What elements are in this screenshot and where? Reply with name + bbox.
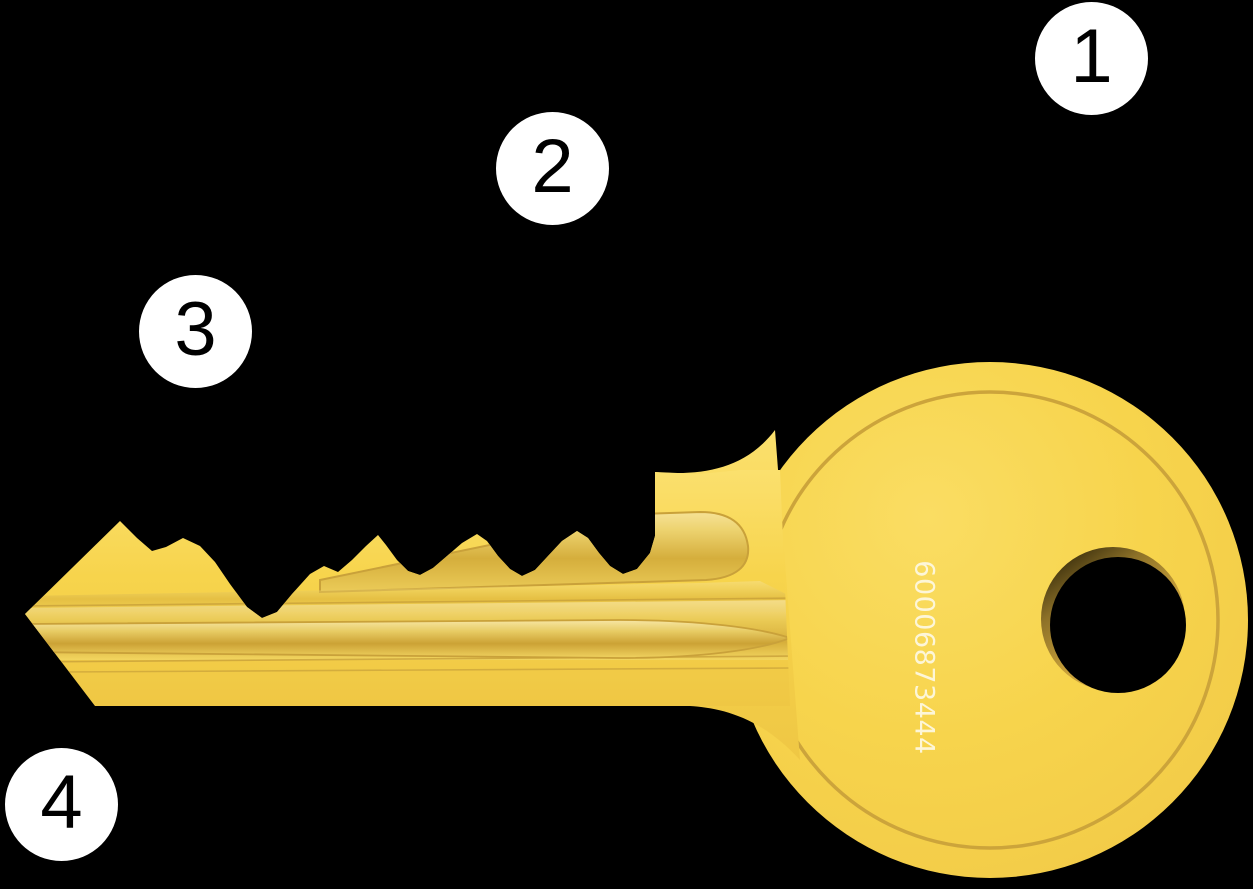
callout-marker-4-label: 4: [40, 759, 83, 845]
key-blade: [25, 470, 790, 706]
callout-marker-3-label: 3: [174, 286, 217, 372]
callout-marker-1[interactable]: 1: [1035, 2, 1148, 115]
callout-marker-4[interactable]: 4: [5, 748, 118, 861]
key-serial-engraving: 60006873444: [908, 560, 940, 755]
callout-marker-3[interactable]: 3: [139, 275, 252, 388]
callout-marker-2-label: 2: [531, 123, 574, 209]
keyhole: [1041, 547, 1186, 693]
callout-marker-1-label: 1: [1070, 13, 1113, 99]
callout-marker-2[interactable]: 2: [496, 112, 609, 225]
